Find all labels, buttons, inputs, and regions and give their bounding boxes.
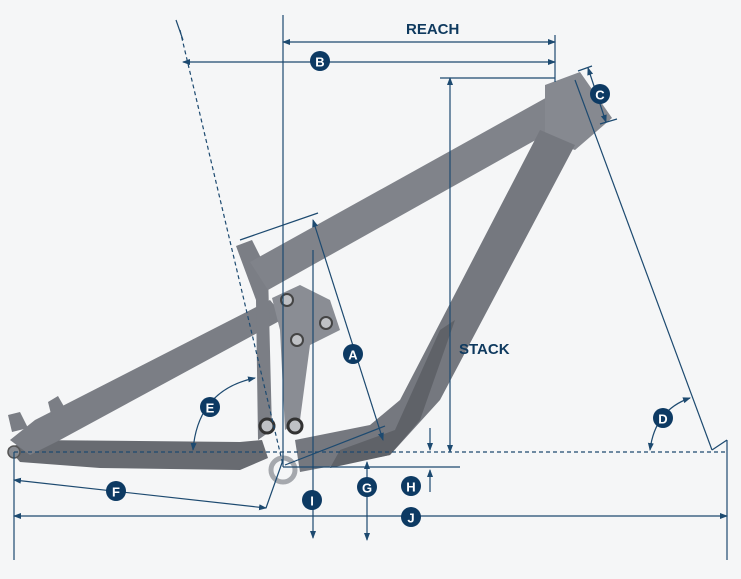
pivot-upper [280,293,294,307]
head-angle-tick [711,439,728,451]
svg-text:C: C [595,88,605,103]
badge-d: D [653,408,673,428]
badge-e: E [200,397,220,417]
svg-text:D: D [658,412,667,427]
seatstay-tabs [8,396,66,432]
pivot-lower-1 [258,417,276,435]
seat-line-top [175,19,184,41]
svg-text:H: H [406,480,415,495]
a-top-tick [239,212,319,241]
measurement-lines [13,15,728,560]
badge-c: C [590,84,610,104]
head-angle-line [574,79,713,451]
svg-text:A: A [348,348,358,363]
e-angle-arc [190,376,256,451]
badge-i: I [302,490,322,510]
pivot-lower-2 [286,417,304,435]
svg-text:G: G [362,481,372,496]
c-tick-top [577,65,593,72]
svg-text:E: E [206,401,215,416]
c-tick-bottom [599,118,618,125]
a-bottom-tick [284,425,386,466]
down-tube [295,130,575,472]
stack-label: STACK [459,341,510,358]
rocker-link [272,285,340,430]
head-tube [545,72,612,150]
bike-frame [7,72,612,485]
seatstay [10,300,285,455]
f-dimension [13,477,267,511]
seat-angle-line [179,29,284,466]
pivot-link [319,316,333,330]
f-tick [265,459,284,509]
badge-a: A [343,344,363,364]
a-dimension [312,219,384,441]
badge-f: F [106,481,126,501]
badge-b: B [310,51,330,71]
svg-text:B: B [315,55,324,70]
down-tube-shade [330,320,455,468]
svg-text:F: F [112,485,120,500]
seat-tube [236,240,272,440]
badge-g: G [357,477,377,497]
svg-text:I: I [310,494,314,509]
badge-h: H [401,476,421,496]
badge-j: J [401,507,421,527]
svg-text:J: J [407,511,414,526]
reach-label: REACH [406,21,459,38]
pivot-mid [290,333,304,347]
